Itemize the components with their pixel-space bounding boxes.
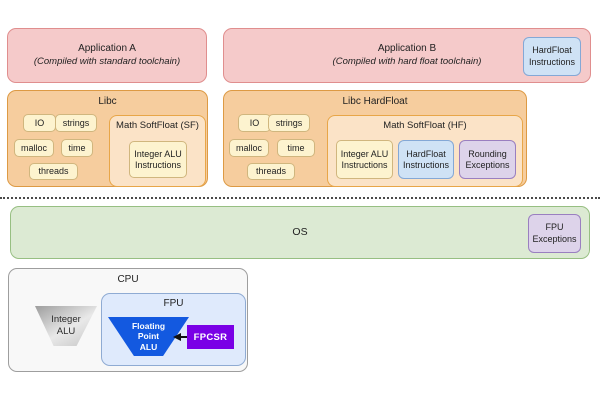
fpu-box: FPU Floating Point ALU FPCSR: [101, 293, 246, 366]
math-softfloat-hf-title: Math SoftFloat (HF): [383, 120, 467, 131]
math-softfloat-sf-box: Math SoftFloat (SF) Integer ALU Instruct…: [109, 115, 206, 187]
libc-hf-chip-strings: strings: [268, 114, 310, 132]
libc-chip-time: time: [61, 139, 93, 157]
hf-hardfloat-instructions-chip: HardFloat Instructions: [398, 140, 454, 179]
application-b-subtitle: (Compiled with hard float toolchain): [332, 55, 482, 67]
cpu-title: CPU: [117, 274, 139, 285]
libc-hardfloat-box: Libc HardFloat IO strings malloc time th…: [223, 90, 527, 187]
application-a-box: Application A (Compiled with standard to…: [7, 28, 207, 83]
fpcsr-arrow-head-icon: [173, 332, 181, 341]
os-title: OS: [292, 226, 308, 239]
libc-hf-chip-threads: threads: [247, 163, 295, 180]
libc-hf-chip-malloc: malloc: [229, 139, 269, 157]
libc-chip-strings: strings: [55, 114, 97, 132]
hardfloat-instructions-badge: HardFloat Instructions: [523, 37, 581, 76]
application-a-subtitle: (Compiled with standard toolchain): [33, 55, 181, 67]
hf-integer-alu-instructions-chip: Integer ALU Instructions: [336, 140, 393, 179]
libc-hf-chip-time: time: [277, 139, 315, 157]
libc-title: Libc: [98, 96, 117, 107]
libc-chip-malloc: malloc: [14, 139, 54, 157]
libc-box: Libc IO strings malloc time threads Math…: [7, 90, 208, 187]
fpu-exceptions-badge: FPU Exceptions: [528, 214, 581, 253]
rounding-exceptions-chip: Rounding Exceptions: [459, 140, 516, 179]
libc-chip-threads: threads: [29, 163, 78, 180]
libc-hf-chip-io: IO: [238, 114, 271, 132]
user-kernel-separator-line: [0, 197, 600, 199]
fpu-title: FPU: [163, 298, 184, 309]
application-b-title: Application B: [377, 43, 437, 55]
math-softfloat-hf-box: Math SoftFloat (HF) Integer ALU Instruct…: [327, 115, 523, 187]
fpcsr-register-box: FPCSR: [187, 325, 234, 349]
fpcsr-arrow-line: [181, 336, 187, 338]
application-b-box: Application B (Compiled with hard float …: [223, 28, 591, 83]
libc-chip-io: IO: [23, 114, 56, 132]
math-softfloat-sf-title: Math SoftFloat (SF): [116, 120, 199, 131]
os-box: OS FPU Exceptions: [10, 206, 590, 259]
cpu-box: CPU Integer ALU FPU Floating Point ALU F…: [8, 268, 248, 372]
application-a-title: Application A: [78, 43, 136, 55]
integer-alu-trapezoid: Integer ALU: [35, 306, 97, 346]
integer-alu-instructions-chip: Integer ALU Instructions: [129, 141, 187, 178]
libc-hardfloat-title: Libc HardFloat: [342, 96, 408, 107]
